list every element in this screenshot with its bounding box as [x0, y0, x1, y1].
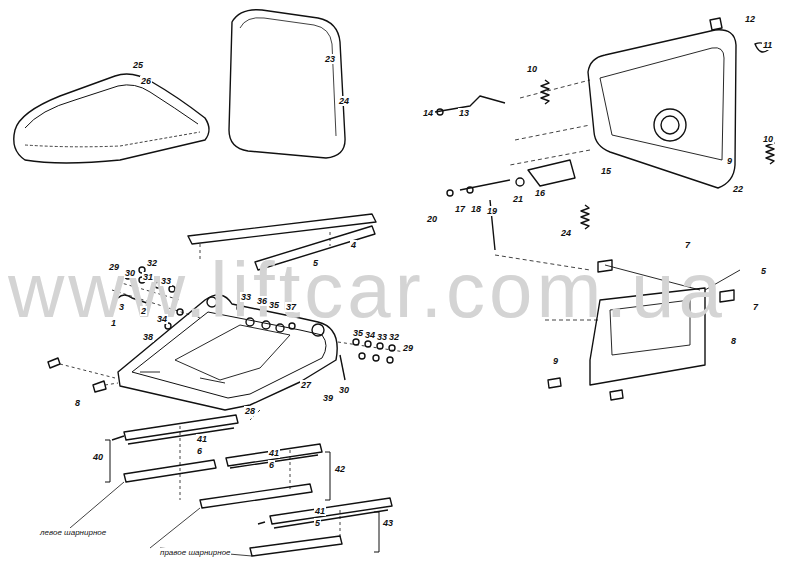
callout-number: 37	[285, 302, 297, 312]
callout-number: 32	[388, 332, 400, 342]
callout-number: 10	[762, 134, 774, 144]
callout-number: 31	[142, 272, 154, 282]
callout-number: 3	[118, 302, 125, 312]
callout-number: 18	[470, 204, 482, 214]
callout-number: 15	[600, 166, 612, 176]
callout-number: 19	[486, 206, 498, 216]
callout-number: 40	[92, 452, 104, 462]
callout-number: 43	[382, 518, 394, 528]
callout-number: 12	[744, 14, 756, 24]
callout-number: 29	[108, 262, 120, 272]
callout-number: 39	[322, 393, 334, 403]
callout-number: 41	[268, 448, 280, 458]
callout-number: 30	[124, 268, 136, 278]
callout-number: 42	[334, 464, 346, 474]
callout-number: 25	[132, 60, 144, 70]
callout-number: 4	[350, 240, 357, 250]
callout-number: 33	[160, 276, 172, 286]
callout-number: 10	[526, 64, 538, 74]
callout-number: 41	[314, 506, 326, 516]
callout-number: 7	[752, 302, 759, 312]
callout-number: 23	[324, 54, 336, 64]
callout-number: 24	[560, 228, 572, 238]
callout-number: 30	[338, 385, 350, 395]
callout-number: 9	[552, 356, 559, 366]
callout-number: 35	[268, 300, 280, 310]
callout-number: 2	[140, 306, 147, 316]
callout-number: 36	[256, 296, 268, 306]
callout-number: 5	[312, 258, 319, 268]
note-text: левое шарнирное	[40, 528, 106, 537]
callout-number: 24	[338, 96, 350, 106]
callout-number: 27	[300, 380, 312, 390]
callout-number: 29	[402, 343, 414, 353]
callout-number: 22	[732, 184, 744, 194]
callout-number: 8	[730, 336, 737, 346]
callout-number: 8	[74, 398, 81, 408]
callout-number: 34	[364, 330, 376, 340]
callout-number: 41	[196, 434, 208, 444]
callout-number: 20	[426, 214, 438, 224]
callout-number: 35	[352, 328, 364, 338]
note-text: правое шарнирное	[160, 548, 231, 557]
callout-number: 9	[726, 156, 733, 166]
callout-number: 26	[140, 76, 152, 86]
callout-number: 33	[240, 292, 252, 302]
callout-number: 32	[146, 258, 158, 268]
callout-number: 16	[534, 188, 546, 198]
callout-number: 13	[458, 108, 470, 118]
callout-number: 6	[268, 460, 275, 470]
callout-number: 6	[196, 446, 203, 456]
callout-number: 5	[760, 266, 767, 276]
callout-number: 34	[156, 314, 168, 324]
callout-number: 7	[684, 240, 691, 250]
callout-number: 38	[142, 332, 154, 342]
callout-number: 33	[376, 332, 388, 342]
callout-number: 21	[512, 194, 524, 204]
callout-number: 5	[314, 518, 321, 528]
callout-number: 1	[110, 318, 117, 328]
callout-number: 28	[244, 406, 256, 416]
callout-number: 17	[454, 204, 466, 214]
callout-number: 11	[762, 40, 773, 50]
callout-number: 14	[422, 108, 434, 118]
